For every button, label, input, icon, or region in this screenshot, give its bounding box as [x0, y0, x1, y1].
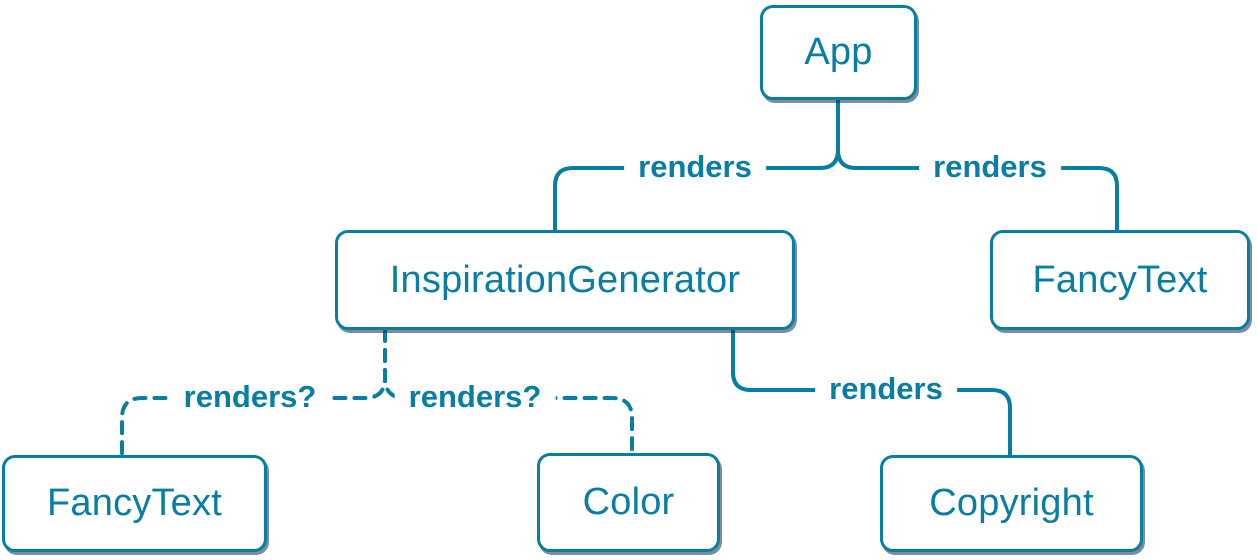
edge-label-renders-question-fancytext: renders?: [169, 377, 331, 417]
node-app: App: [760, 5, 917, 100]
edge-label-renders-app-fancytext: renders: [919, 147, 1061, 187]
edge-label-renders-question-color: renders?: [394, 377, 556, 417]
node-fancy-text-top: FancyText: [990, 230, 1250, 330]
node-copyright: Copyright: [880, 455, 1143, 552]
node-fancy-text-bottom: FancyText: [2, 455, 267, 552]
node-inspiration-generator: InspirationGenerator: [335, 230, 795, 330]
edge-label-renders-app-inspirationgenerator: renders: [624, 147, 766, 187]
node-color: Color: [537, 453, 720, 552]
edge-label-renders-inspirationgenerator-copyright: renders: [815, 369, 957, 409]
